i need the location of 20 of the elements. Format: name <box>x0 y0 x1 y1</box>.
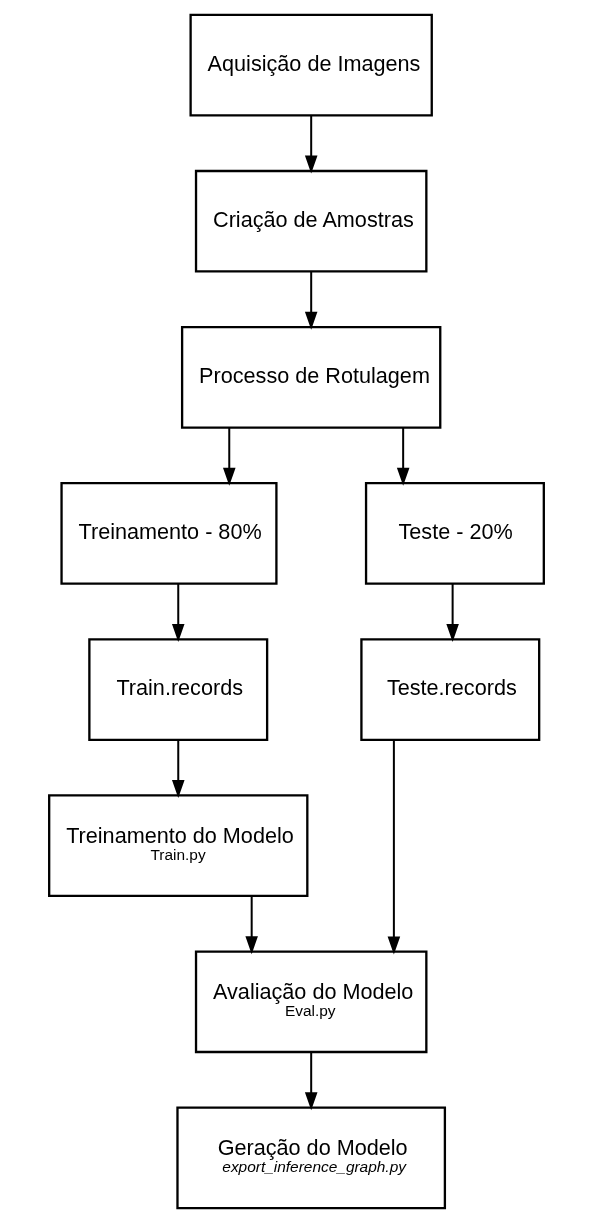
node-box: Teste - 20% <box>364 482 545 585</box>
node-box: Processo de Rotulagem <box>180 325 441 429</box>
node-box: Aquisição de Imagens <box>188 13 433 117</box>
node-box: Geração do Modelo export_inference_graph.py <box>175 1106 446 1210</box>
arrow <box>171 739 185 799</box>
arrow <box>171 583 185 642</box>
arrow <box>304 1052 317 1111</box>
node-box: Treinamento - 80% <box>59 482 278 585</box>
node-box: Criação de Amostras <box>194 169 427 273</box>
arrow <box>396 427 409 486</box>
node-box: Train.records <box>87 638 268 741</box>
node-box: Teste.records <box>359 638 540 741</box>
arrow <box>304 271 317 330</box>
arrow <box>387 740 400 955</box>
arrow <box>304 115 317 174</box>
arrow <box>244 895 258 955</box>
arrow <box>222 427 236 486</box>
node-box: Treinamento do Modelo Train.py <box>47 794 308 898</box>
node-box: Avaliação do Modelo Eval.py <box>194 950 427 1054</box>
arrow <box>445 583 459 642</box>
